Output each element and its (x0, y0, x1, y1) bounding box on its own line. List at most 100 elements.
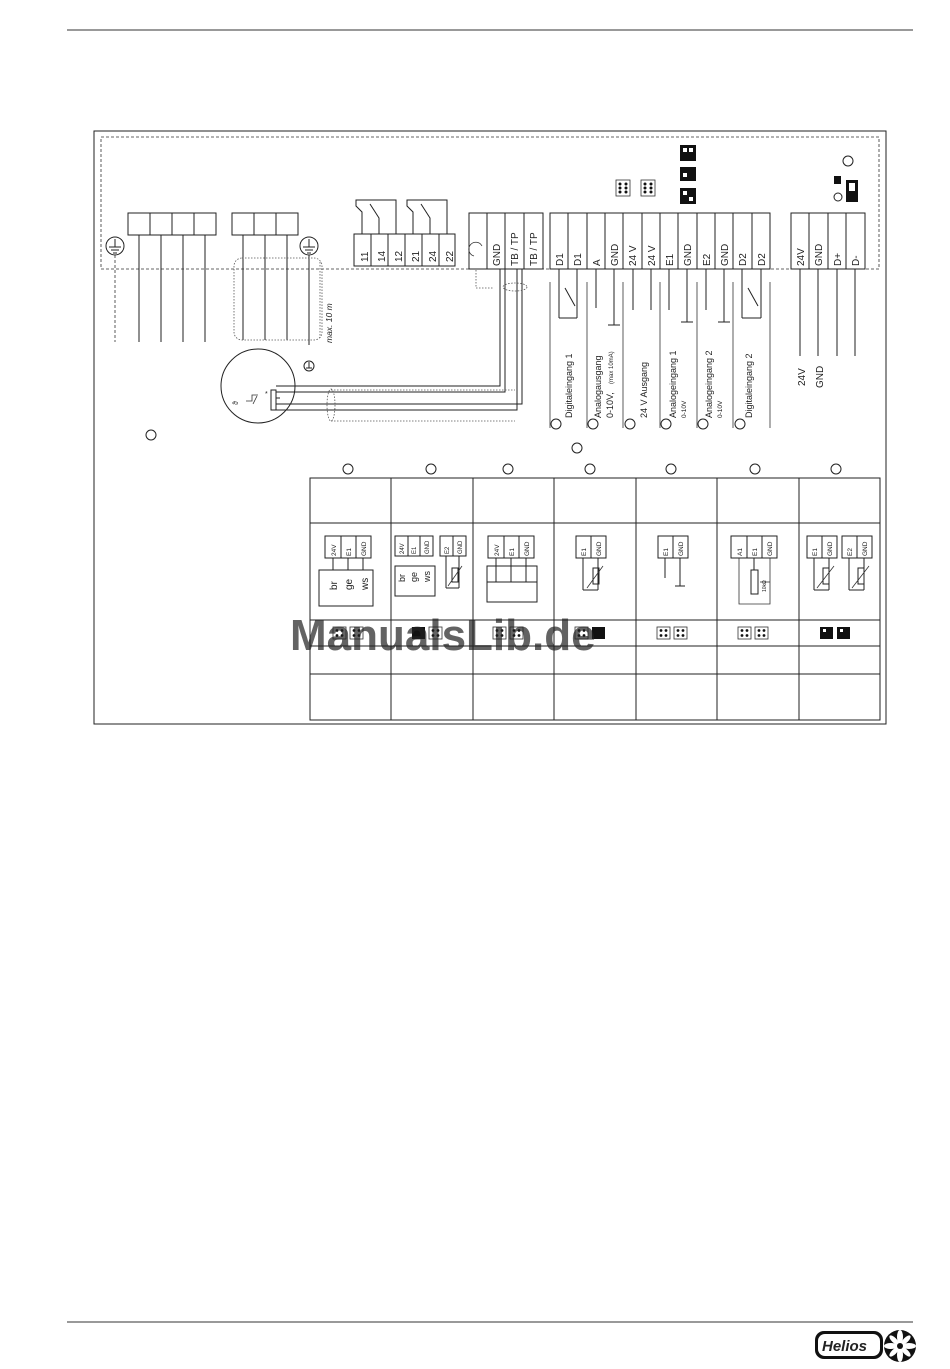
terminal-label: 21 (411, 250, 422, 262)
terminal-label: D1 (555, 253, 566, 266)
terminal-label: GND (814, 244, 825, 266)
fan-icon (884, 1330, 916, 1362)
terminal-label: 24 V (647, 245, 658, 266)
function-labels: Digitaleingang 1 Analogausgang 0-10V, (m… (564, 350, 754, 418)
terminal-label: D- (851, 255, 862, 266)
terminal-label: 24V (796, 248, 807, 266)
wire-label: ws (360, 578, 371, 591)
pin-label: GND (862, 541, 869, 556)
motor-terminals (231, 212, 299, 340)
sensor-panel-5: E1 GND (657, 535, 689, 587)
callout-marker (145, 429, 157, 441)
pin-label: 24V (400, 543, 406, 554)
svg-text:*: * (265, 391, 268, 398)
function-label-sub: 0-10V (717, 400, 724, 418)
pin-label: GND (524, 541, 531, 556)
pin-label: E1 (509, 548, 516, 556)
terminal-label: TB / TP (510, 232, 521, 266)
column-callouts (342, 463, 842, 475)
resistor-icon (857, 567, 865, 585)
terminal-label: 22 (445, 250, 456, 262)
terminal-label: GND (492, 244, 503, 266)
relay-contacts (355, 199, 448, 234)
function-label-sub: 0-10V (681, 400, 688, 418)
thermal-contact-wires (276, 269, 528, 422)
wire-label: br (397, 574, 407, 582)
pin-label: GND (767, 541, 774, 556)
terminal-label: D+ (833, 253, 844, 266)
logo-text: Helios (822, 1338, 867, 1355)
terminal-label: E2 (702, 253, 713, 266)
relay-terminal-block (353, 233, 456, 267)
svg-text:ϑ: ϑ (233, 401, 240, 405)
function-label: Digitaleingang 2 (744, 353, 754, 418)
motor-cable-shield (233, 257, 323, 372)
pin-label: E2 (445, 546, 451, 554)
terminal-label: 11 (360, 251, 371, 262)
pin-label: E1 (581, 548, 588, 556)
pin-label: E1 (812, 548, 819, 556)
pin-label: GND (596, 541, 603, 556)
terminal-label: 24 (428, 250, 439, 262)
pin-label: E1 (412, 546, 418, 554)
function-label: 24 V Ausgang (639, 362, 649, 418)
relay2-labels: 21 24 22 (411, 250, 456, 262)
wire-label: ge (344, 578, 355, 590)
pin-label: 24V (494, 544, 501, 556)
pin-label: E1 (752, 548, 759, 556)
sensor-panel-1: 24V E1 GND br ge ws (318, 535, 374, 607)
terminal-label: D2 (757, 253, 768, 266)
terminal-label: GND (610, 244, 621, 266)
wire-label: ge (409, 572, 419, 582)
modbus-label: 24V (797, 368, 808, 386)
terminal-label: TB / TP (529, 232, 540, 266)
io-terminal-block (549, 212, 771, 270)
shield-icon (468, 241, 483, 257)
function-label: Digitaleingang 1 (564, 353, 574, 418)
jumper-set (615, 145, 858, 204)
sensor-panel-6: A1 E1 GND 10kΩ (730, 535, 778, 605)
diagram-frame (93, 130, 887, 725)
brand-logo: Helios (815, 1330, 916, 1362)
ground-icon (105, 236, 125, 342)
resistor-icon (451, 567, 459, 583)
wire-label: br (329, 580, 340, 590)
sensor-panel-4: E1 GND (575, 535, 607, 591)
pin-label: GND (361, 541, 368, 556)
terminal-label: 24 V (628, 245, 639, 266)
sensor-table (309, 477, 881, 721)
pin-label: E1 (663, 548, 670, 556)
relay1-labels: 11 14 12 (360, 250, 405, 262)
pin-label: 24V (331, 544, 338, 556)
resistor-value: 10kΩ (762, 580, 768, 592)
io-wiring (549, 269, 771, 428)
power-terminals-left (127, 212, 217, 342)
cable-length-note: max. 10 m (324, 303, 334, 343)
pin-label: A1 (737, 548, 744, 556)
terminal-label: 12 (394, 250, 405, 262)
modbus-label: GND (815, 366, 826, 388)
pin-label: GND (458, 540, 464, 554)
function-label: Analogeingang 2 (704, 350, 714, 418)
pin-label: GND (678, 541, 685, 556)
terminal-label: GND (683, 244, 694, 266)
function-label-small: (max 10mA) (609, 351, 615, 384)
terminal-label: 14 (377, 250, 388, 262)
terminal-label: GND (720, 244, 731, 266)
ground-icon (299, 236, 319, 345)
io-terminal-labels: D1 D1 A GND 24 V 24 V E1 GND E2 GND D2 D… (555, 244, 768, 266)
modbus-terminal-block: 24V GND D+ D- 24V GND (790, 212, 866, 388)
function-label-sub: 0-10V, (605, 392, 615, 418)
potentiometer-icon (750, 569, 759, 595)
terminal-label: A (592, 259, 603, 266)
function-label: Analogausgang (593, 355, 603, 418)
wire-label: ws (422, 571, 432, 583)
function-callouts (550, 418, 746, 454)
resistor-icon (592, 567, 600, 585)
function-label: Analogeingang 1 (668, 350, 678, 418)
pin-label: E2 (847, 548, 854, 556)
sensor-panel-7: E1 GND E2 GND (806, 535, 873, 591)
terminal-label: E1 (665, 253, 676, 266)
pin-label: GND (425, 540, 431, 554)
